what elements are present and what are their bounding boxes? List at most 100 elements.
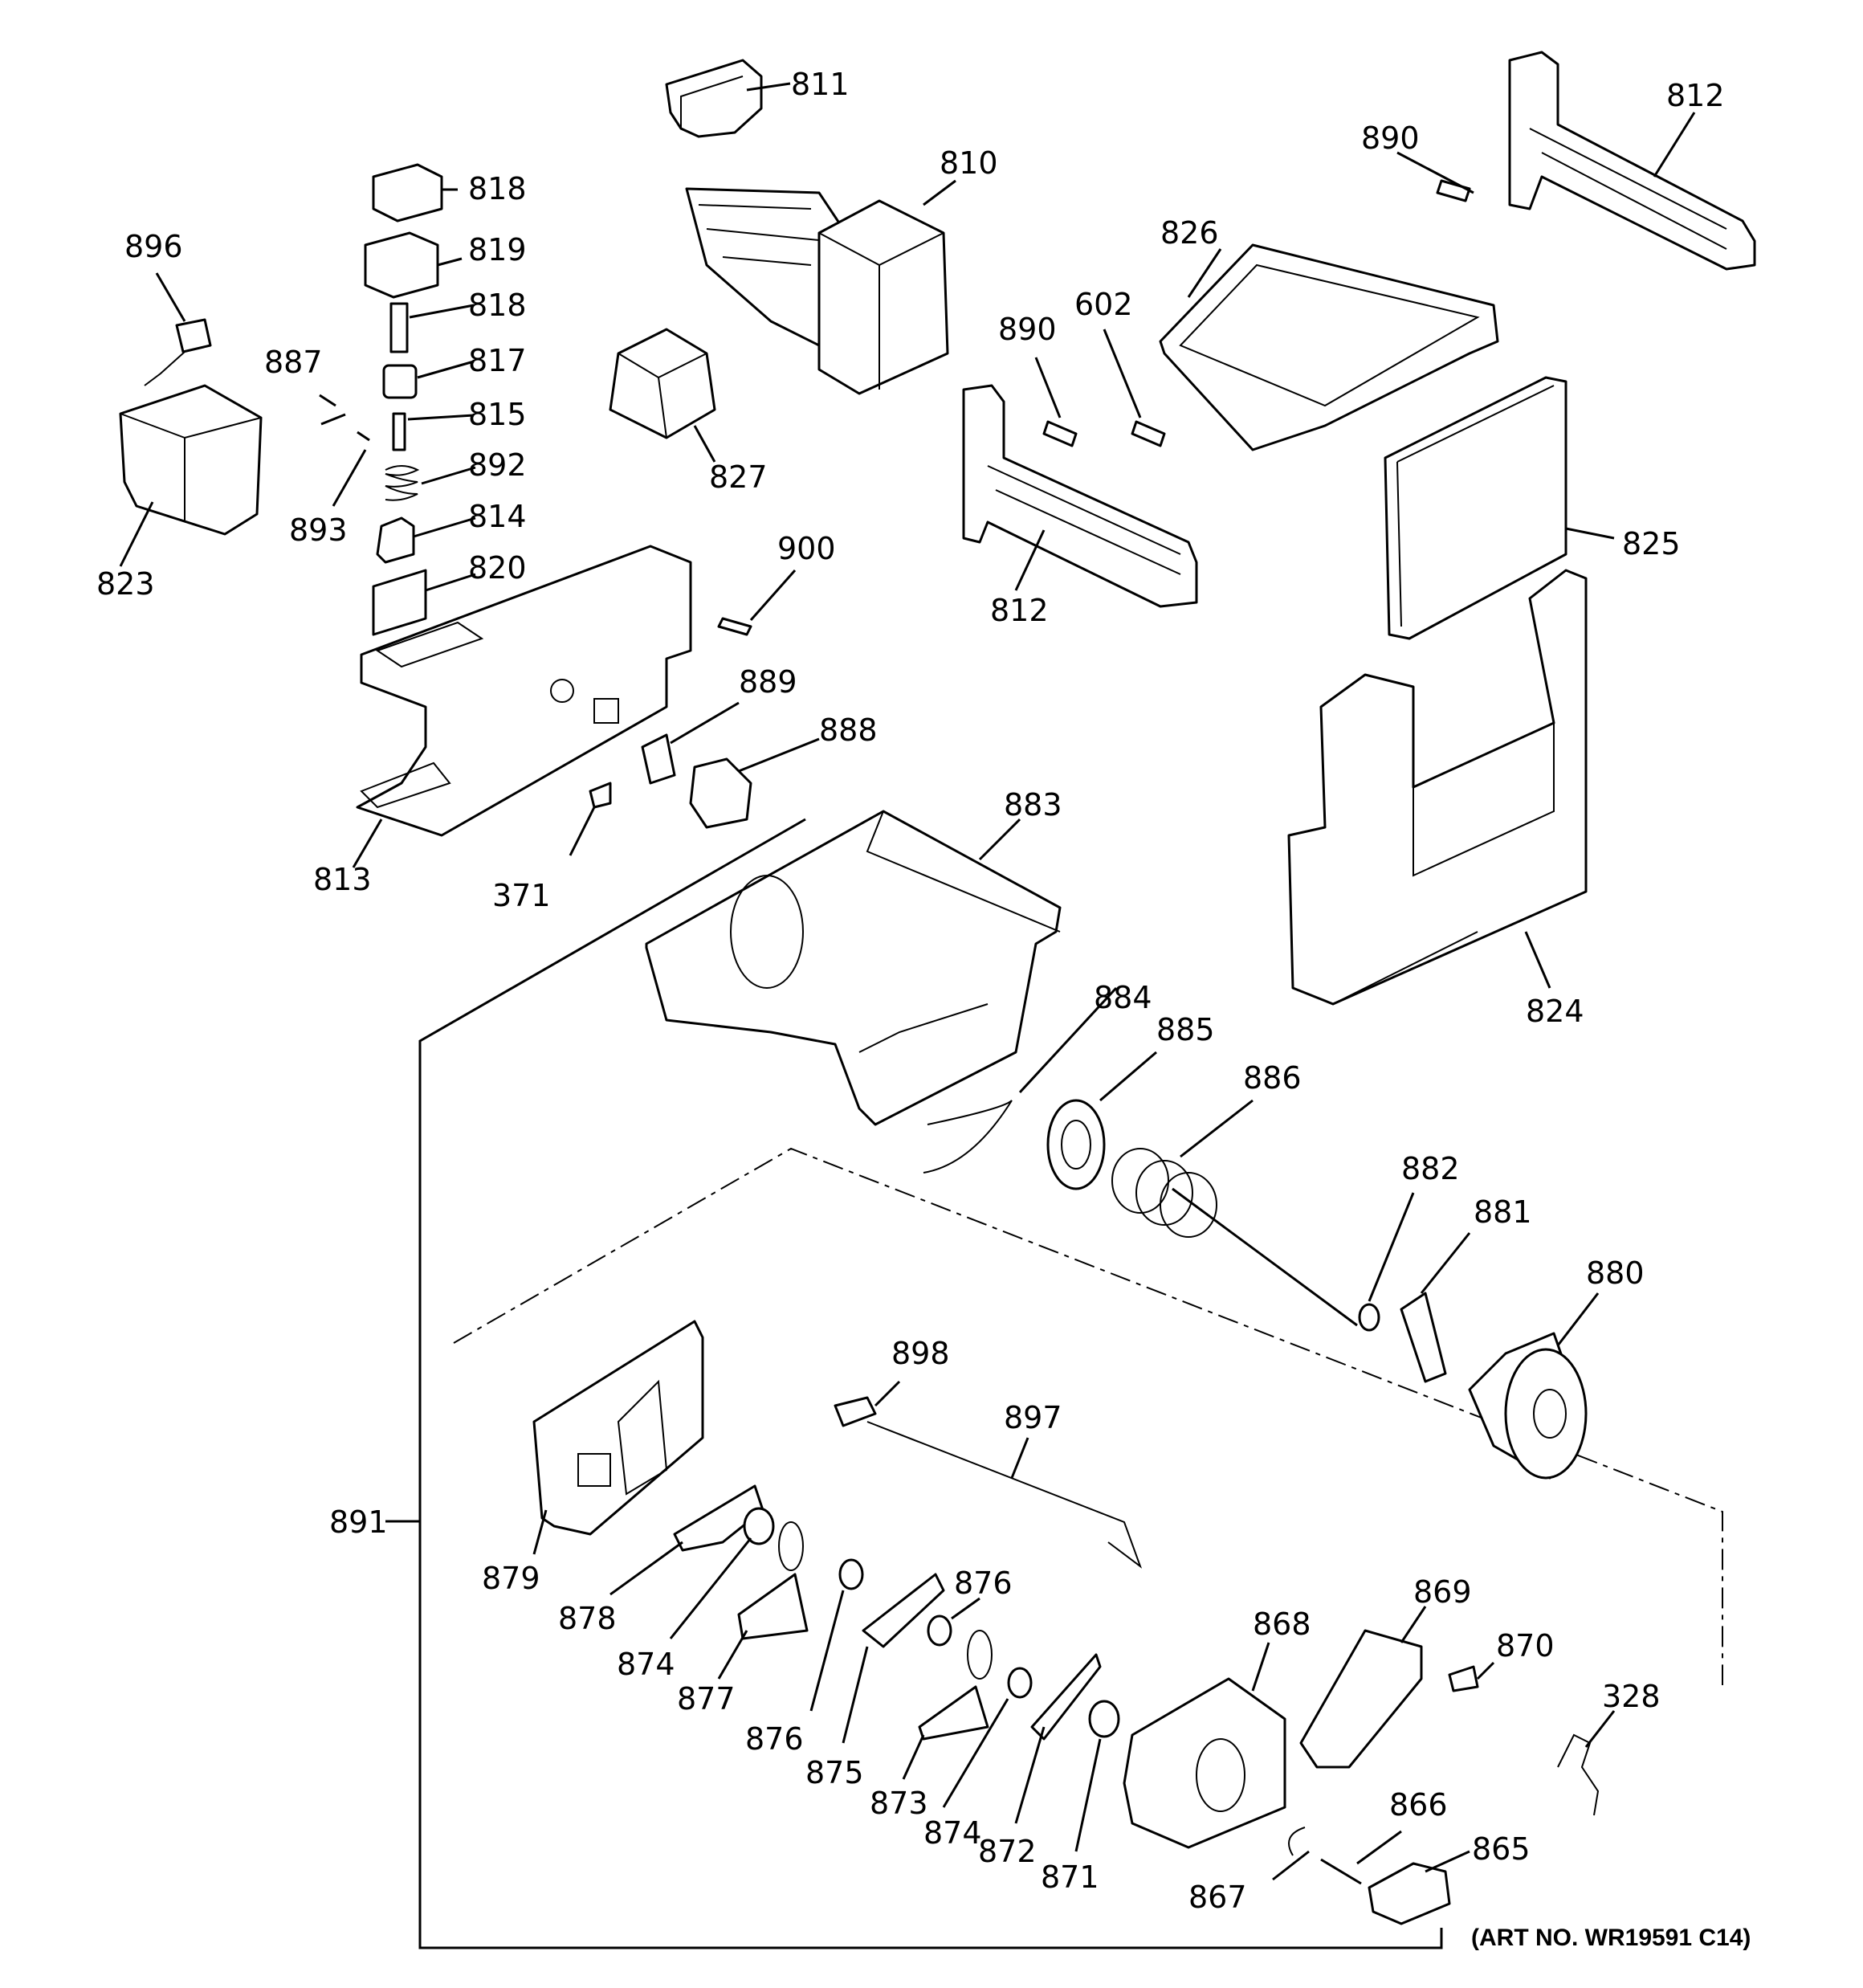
part-885-bearing	[1046, 1051, 1157, 1190]
part-812-rail-mid	[962, 384, 1198, 608]
assembly-891-bracket	[385, 818, 1443, 1949]
part-880-drum	[1468, 1292, 1600, 1480]
part-824-housing	[1287, 569, 1588, 1006]
label-811: 811	[791, 67, 850, 102]
part-817-plunger	[382, 360, 475, 399]
label-886: 886	[1243, 1060, 1302, 1096]
label-881: 881	[1474, 1194, 1532, 1230]
label-826: 826	[1160, 215, 1219, 251]
part-884-wire	[923, 986, 1118, 1174]
label-877: 877	[677, 1681, 736, 1717]
part-896-harness	[144, 272, 212, 386]
label-876-left: 876	[745, 1721, 804, 1757]
label-869: 869	[1413, 1574, 1472, 1610]
part-898-clip	[834, 1380, 901, 1427]
part-875-cam	[842, 1573, 945, 1744]
part-871-bushing	[1074, 1700, 1120, 1852]
label-371: 371	[492, 878, 551, 913]
label-827: 827	[709, 459, 768, 495]
part-811-cover	[665, 59, 791, 138]
label-885: 885	[1156, 1012, 1215, 1047]
label-824: 824	[1526, 994, 1584, 1029]
label-892: 892	[468, 447, 527, 483]
part-868-housing	[1123, 1642, 1286, 1849]
part-825-panel	[1384, 376, 1615, 640]
part-865-hinge	[1368, 1850, 1470, 1925]
label-865: 865	[1472, 1831, 1531, 1867]
callout-labels: 811 810 812 890 818 819 818 896 826 890 …	[96, 67, 1725, 1915]
label-897: 897	[1004, 1400, 1062, 1435]
label-880: 880	[1586, 1255, 1645, 1291]
label-812-mid: 812	[990, 593, 1049, 628]
art-number: (ART NO. WR19591 C14)	[1471, 1925, 1751, 1951]
label-900: 900	[777, 531, 836, 566]
part-818-solenoid	[372, 163, 458, 222]
label-868: 868	[1253, 1606, 1311, 1642]
label-882: 882	[1401, 1151, 1460, 1186]
label-819: 819	[468, 232, 527, 267]
label-896: 896	[124, 229, 183, 264]
label-602: 602	[1074, 287, 1133, 322]
label-814: 814	[468, 499, 527, 534]
part-882-ring	[1358, 1192, 1415, 1332]
part-886-auger	[1111, 1099, 1358, 1327]
label-823: 823	[96, 566, 155, 602]
part-819-block	[364, 231, 463, 299]
part-881-seal	[1400, 1232, 1471, 1383]
part-888-clip	[689, 737, 820, 829]
label-887: 887	[264, 345, 323, 380]
part-877-gear	[717, 1521, 809, 1680]
part-890-screw-top	[1396, 151, 1474, 202]
label-820: 820	[468, 550, 527, 586]
part-823-motor	[119, 384, 263, 567]
label-818-top: 818	[468, 171, 527, 206]
part-900-fastener	[717, 569, 797, 636]
part-893-pin	[332, 431, 370, 507]
label-876-right: 876	[954, 1565, 1013, 1601]
part-879-plate	[532, 1320, 704, 1555]
label-878: 878	[558, 1601, 617, 1636]
part-818-tube	[389, 302, 475, 353]
label-890-top: 890	[1361, 120, 1420, 156]
label-888: 888	[819, 712, 878, 748]
label-898: 898	[891, 1336, 950, 1371]
label-813: 813	[313, 862, 372, 897]
label-870: 870	[1496, 1628, 1555, 1663]
part-869-paddle	[1299, 1606, 1427, 1769]
part-810-icemaker	[685, 179, 956, 395]
part-812-rail-top	[1508, 51, 1756, 271]
label-328: 328	[1602, 1679, 1661, 1714]
part-328-clip	[1557, 1710, 1616, 1816]
sub-assembly-outline	[453, 1147, 1723, 1685]
part-870-screw	[1448, 1661, 1495, 1692]
part-874-washer-left	[669, 1507, 775, 1639]
part-897-rod	[866, 1421, 1143, 1569]
label-815: 815	[468, 397, 527, 432]
label-875: 875	[805, 1755, 864, 1790]
part-827-motor	[609, 328, 716, 463]
part-814-clip	[376, 516, 476, 564]
label-867: 867	[1188, 1880, 1247, 1915]
label-825: 825	[1622, 526, 1681, 561]
label-817: 817	[468, 343, 527, 378]
part-815-pin	[392, 412, 475, 451]
label-810: 810	[940, 145, 998, 181]
part-371-screw	[569, 782, 612, 856]
part-826-tray-frame	[1159, 243, 1499, 451]
label-874-right: 874	[923, 1815, 982, 1851]
part-813-bracket	[352, 545, 692, 868]
part-876-washer-left	[809, 1558, 864, 1712]
label-889: 889	[739, 664, 797, 700]
label-873: 873	[870, 1786, 928, 1821]
part-878-cam	[609, 1484, 764, 1596]
label-891: 891	[329, 1504, 388, 1540]
part-876-washer-right	[927, 1597, 980, 1647]
label-874-left: 874	[617, 1647, 675, 1682]
part-883-bucket	[645, 810, 1062, 1126]
part-872-cam	[1014, 1653, 1102, 1824]
label-872: 872	[978, 1834, 1037, 1869]
part-889-clip	[641, 701, 740, 785]
part-887-pin	[319, 394, 346, 426]
part-866-pin	[1320, 1830, 1402, 1885]
